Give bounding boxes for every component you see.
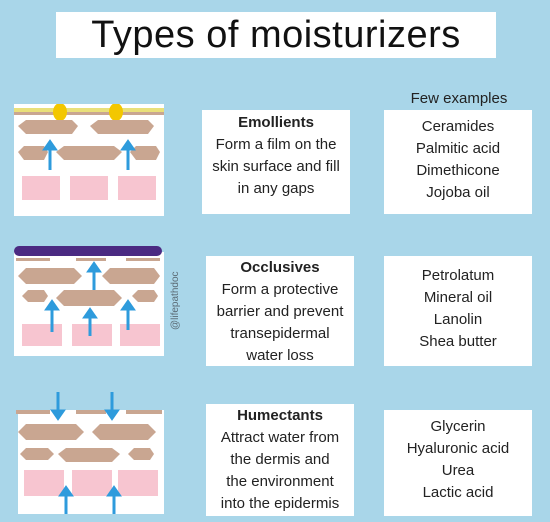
example-item: Hyaluronic acid xyxy=(406,440,510,457)
example-item: Palmitic acid xyxy=(415,140,501,157)
type-name: Humectants xyxy=(237,407,323,424)
occlusives-examples-card: Petrolatum Mineral oil Lanolin Shea butt… xyxy=(384,256,532,366)
example-item: Shea butter xyxy=(419,333,497,350)
type-desc-line: into the epidermis xyxy=(220,495,340,512)
examples-header: Few examples xyxy=(410,90,508,107)
type-desc-line: Form a film on the xyxy=(215,136,337,153)
example-item: Ceramides xyxy=(421,118,495,135)
type-desc-line: the environment xyxy=(226,473,334,490)
oil-film xyxy=(14,108,164,112)
humectants-card: Humectants Attract water from the dermis… xyxy=(206,404,354,516)
watermark: @lifepathdoc xyxy=(170,271,181,330)
example-item: Glycerin xyxy=(430,418,486,435)
humectants-examples-card: Glycerin Hyaluronic acid Urea Lactic aci… xyxy=(384,410,532,516)
type-desc-line: skin surface and fill xyxy=(212,158,340,175)
type-desc-line: barrier and prevent xyxy=(216,303,344,320)
arrow-up-icon xyxy=(44,299,60,332)
arrow-up-icon xyxy=(120,139,136,170)
type-desc-line: in any gaps xyxy=(237,180,315,197)
arrow-up-icon xyxy=(42,139,58,170)
emollients-examples-card: Ceramides Palmitic acid Dimethicone Jojo… xyxy=(384,110,532,214)
type-name: Occlusives xyxy=(240,259,320,276)
arrow-up-icon xyxy=(86,261,102,290)
type-desc-line: Attract water from xyxy=(220,429,340,446)
arrow-up-icon xyxy=(58,485,74,514)
oil-drop xyxy=(109,104,123,121)
arrow-up-icon xyxy=(106,485,122,514)
arrow-down-icon xyxy=(50,392,66,421)
example-item: Jojoba oil xyxy=(426,184,490,201)
arrow-up-icon xyxy=(82,307,98,336)
type-desc-line: Form a protective xyxy=(221,281,339,298)
occlusive-layer xyxy=(14,246,162,256)
emollient-diagram xyxy=(14,104,164,216)
arrow-up-icon xyxy=(120,299,136,330)
example-item: Lactic acid xyxy=(422,484,494,501)
occlusive-diagram xyxy=(14,246,164,356)
type-desc-line: water loss xyxy=(246,347,314,364)
example-item: Mineral oil xyxy=(423,289,493,306)
type-desc-line: transepidermal xyxy=(230,325,330,342)
title-box: Types of moisturizers xyxy=(56,12,496,58)
type-desc-line: the dermis and xyxy=(230,451,330,468)
arrow-down-icon xyxy=(104,392,120,421)
example-item: Petrolatum xyxy=(421,267,495,284)
humectant-diagram xyxy=(16,392,164,514)
example-item: Dimethicone xyxy=(416,162,500,179)
emollients-card: Emollients Form a film on the skin surfa… xyxy=(202,110,350,214)
type-name: Emollients xyxy=(238,114,314,131)
page-title: Types of moisturizers xyxy=(91,13,461,56)
example-item: Urea xyxy=(441,462,475,479)
example-item: Lanolin xyxy=(433,311,483,328)
oil-drop xyxy=(53,104,67,121)
occlusives-card: Occlusives Form a protective barrier and… xyxy=(206,256,354,366)
